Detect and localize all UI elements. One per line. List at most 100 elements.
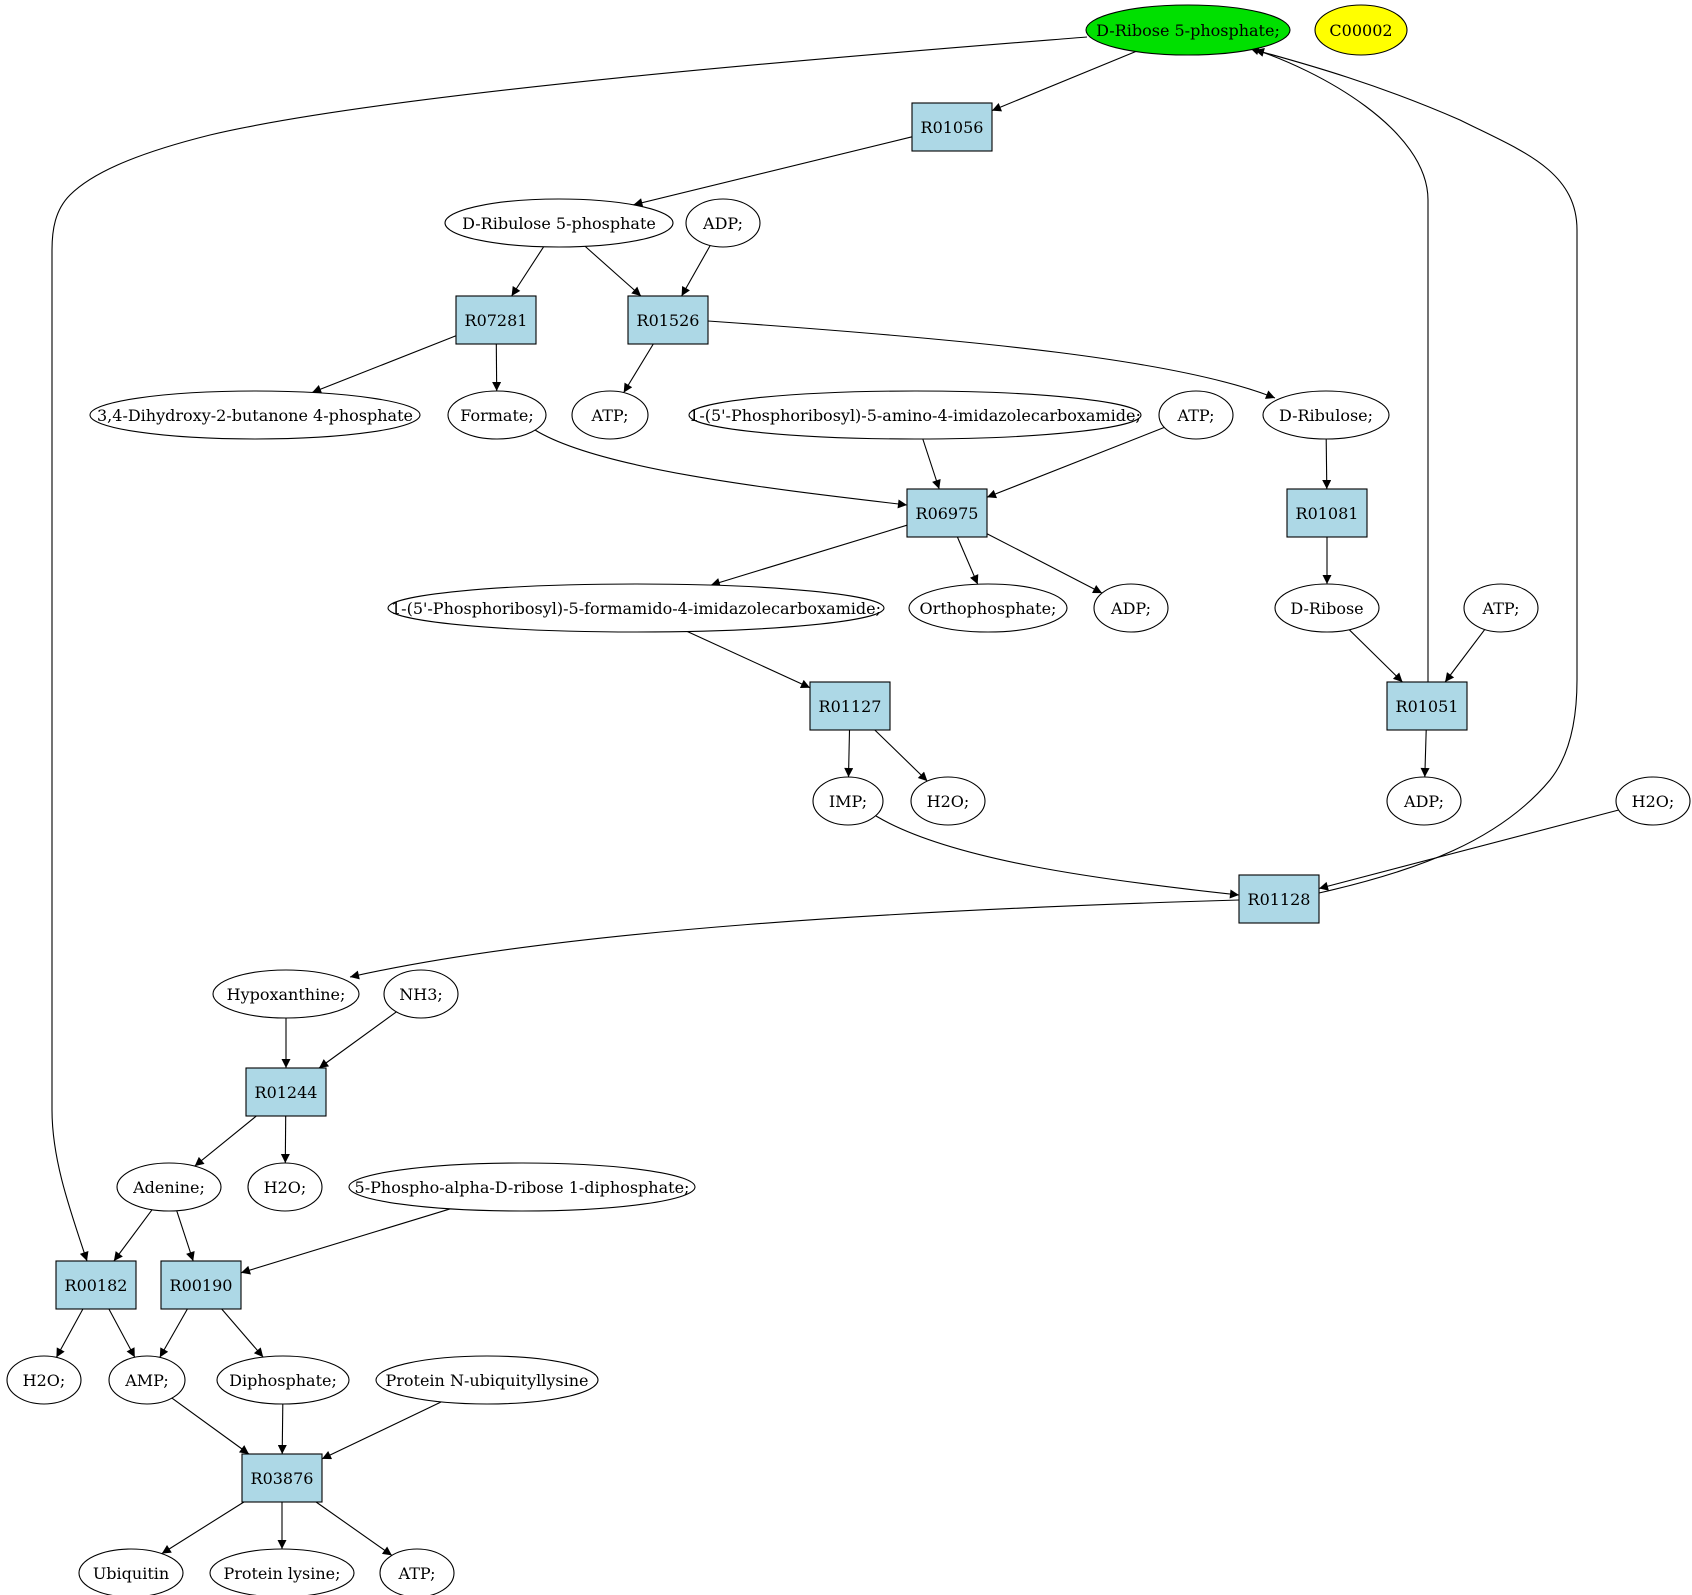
reaction-label: R01056 [921,118,984,137]
reaction-box [55,1260,137,1310]
compound-node-diphosphate[interactable]: Diphosphate; [216,1355,350,1405]
compound-node-protein-lysine[interactable]: Protein lysine; [209,1548,355,1595]
edge-d-ribose-5p-to-r00182 [51,36,1088,1262]
edge-protein-ubiq-to-r03876 [321,1401,442,1460]
reaction-node-r01526[interactable]: R01526 [627,295,709,345]
edge-r03876-to-ubiquitin [161,1501,245,1555]
compound-label: ADP; [1403,792,1444,811]
compound-node-hypoxanthine[interactable]: Hypoxanthine; [212,969,360,1019]
compound-node-faicar[interactable]: 1-(5'-Phosphoribosyl)-5-formamido-4-imid… [387,583,885,633]
compound-node-dihydroxy-butanone[interactable]: 3,4-Dihydroxy-2-butanone 4-phosphate [89,390,421,440]
reaction-label: R06975 [916,504,979,523]
reaction-box [1286,488,1368,538]
reaction-node-r01128[interactable]: R01128 [1238,874,1320,924]
compound-node-adp-3[interactable]: ADP; [1386,776,1462,826]
compound-node-atp-3[interactable]: ATP; [1463,583,1539,633]
compound-node-amp[interactable]: AMP; [108,1355,186,1405]
compound-ellipse [571,390,649,440]
reaction-box [809,681,891,731]
compound-node-prpp[interactable]: 5-Phospho-alpha-D-ribose 1-diphosphate; [348,1162,696,1212]
reaction-node-r01051[interactable]: R01051 [1386,681,1468,731]
compound-node-d-ribulose[interactable]: D-Ribulose; [1262,390,1390,440]
edge-d-ribulose-5p-to-r07281 [511,246,545,297]
compound-node-atp-4[interactable]: ATP; [379,1548,455,1595]
compound-node-orthophosphate[interactable]: Orthophosphate; [908,583,1068,633]
edge-atp-2-to-r06975 [986,426,1165,499]
compound-ellipse [6,1355,82,1405]
edge-d-ribose-5p-to-r01056 [991,50,1137,112]
compound-label: ADP; [1110,599,1151,618]
compound-label: Diphosphate; [229,1371,337,1390]
compound-node-atp-2[interactable]: ATP; [1158,390,1234,440]
compound-node-protein-ubiq[interactable]: Protein N-ubiquityllysine [375,1355,599,1405]
reaction-node-r01081[interactable]: R01081 [1286,488,1368,538]
compound-node-h2o-3[interactable]: H2O; [247,1162,323,1212]
compound-label: D-Ribose [1290,599,1363,618]
reaction-node-r00182[interactable]: R00182 [55,1260,137,1310]
compound-node-adp-1[interactable]: ADP; [685,198,761,248]
edge-d-ribulose-5p-to-r01526 [584,245,642,297]
edge-r03876-to-atp-4 [315,1501,393,1556]
reaction-label: R01051 [1396,697,1459,716]
compound-node-h2o-2[interactable]: H2O; [1615,776,1691,826]
compound-ellipse [108,1355,186,1405]
reaction-box [455,295,537,345]
compound-ellipse [375,1355,599,1405]
edge-r06975-to-adp-2 [986,533,1103,594]
compound-node-imp[interactable]: IMP; [812,776,884,826]
reaction-box [1238,874,1320,924]
compound-label: 5-Phospho-alpha-D-ribose 1-diphosphate; [355,1178,690,1197]
edge-r01127-to-imp [844,729,854,778]
compound-node-d-ribose[interactable]: D-Ribose [1274,583,1380,633]
edge-formate-to-r06975 [534,429,908,509]
compound-label: D-Ribose 5-phosphate; [1096,21,1280,40]
compound-node-h2o-4[interactable]: H2O; [6,1355,82,1405]
edge-adenine-to-r00182 [113,1209,153,1262]
edge-r01128-to-hypoxanthine [349,899,1240,980]
compound-ellipse [1262,390,1390,440]
compound-ellipse [688,390,1142,440]
edge-r00190-to-amp [159,1308,188,1358]
compound-node-formate[interactable]: Formate; [447,390,547,440]
compound-node-c00002[interactable]: C00002 [1314,4,1408,56]
compound-label: IMP; [829,792,867,811]
edge-r01127-to-h2o-1 [874,729,928,782]
compound-ellipse [78,1548,184,1595]
edge-r06975-to-faicar [710,524,908,587]
compound-node-ubiquitin[interactable]: Ubiquitin [78,1548,184,1595]
reaction-node-r01056[interactable]: R01056 [911,102,993,152]
compound-ellipse [387,583,885,633]
compound-label: Hypoxanthine; [227,985,346,1004]
reaction-label: R01244 [255,1083,318,1102]
reaction-node-r07281[interactable]: R07281 [455,295,537,345]
compound-node-h2o-1[interactable]: H2O; [910,776,986,826]
compound-node-aicar[interactable]: 1-(5'-Phosphoribosyl)-5-amino-4-imidazol… [688,390,1142,440]
compound-label: H2O; [1632,792,1675,811]
compound-node-atp-1[interactable]: ATP; [571,390,649,440]
reaction-node-r06975[interactable]: R06975 [906,488,988,538]
reaction-box [241,1453,323,1503]
compound-ellipse [908,583,1068,633]
reaction-node-r01244[interactable]: R01244 [245,1067,327,1117]
compound-node-adp-2[interactable]: ADP; [1093,583,1169,633]
compound-ellipse [89,390,421,440]
edge-r01051-to-d-ribose-5p [1249,46,1429,682]
compound-ellipse [1314,4,1408,56]
reaction-node-r00190[interactable]: R00190 [160,1260,242,1310]
compound-ellipse [1274,583,1380,633]
compound-ellipse [444,198,674,248]
compound-node-adenine[interactable]: Adenine; [116,1162,222,1212]
compound-node-d-ribulose-5p[interactable]: D-Ribulose 5-phosphate [444,198,674,248]
edge-r01526-to-atp-1 [623,343,654,393]
compound-node-d-ribose-5p[interactable]: D-Ribose 5-phosphate; [1085,4,1291,56]
reaction-label: R03876 [251,1469,314,1488]
reaction-label: R01526 [637,311,700,330]
compound-ellipse [1085,4,1291,56]
edge-d-ribose-to-r01051 [1348,629,1403,683]
compound-label: 3,4-Dihydroxy-2-butanone 4-phosphate [97,406,413,425]
compound-node-nh3[interactable]: NH3; [383,969,459,1019]
reaction-node-r01127[interactable]: R01127 [809,681,891,731]
reaction-box [911,102,993,152]
reaction-node-r03876[interactable]: R03876 [241,1453,323,1503]
